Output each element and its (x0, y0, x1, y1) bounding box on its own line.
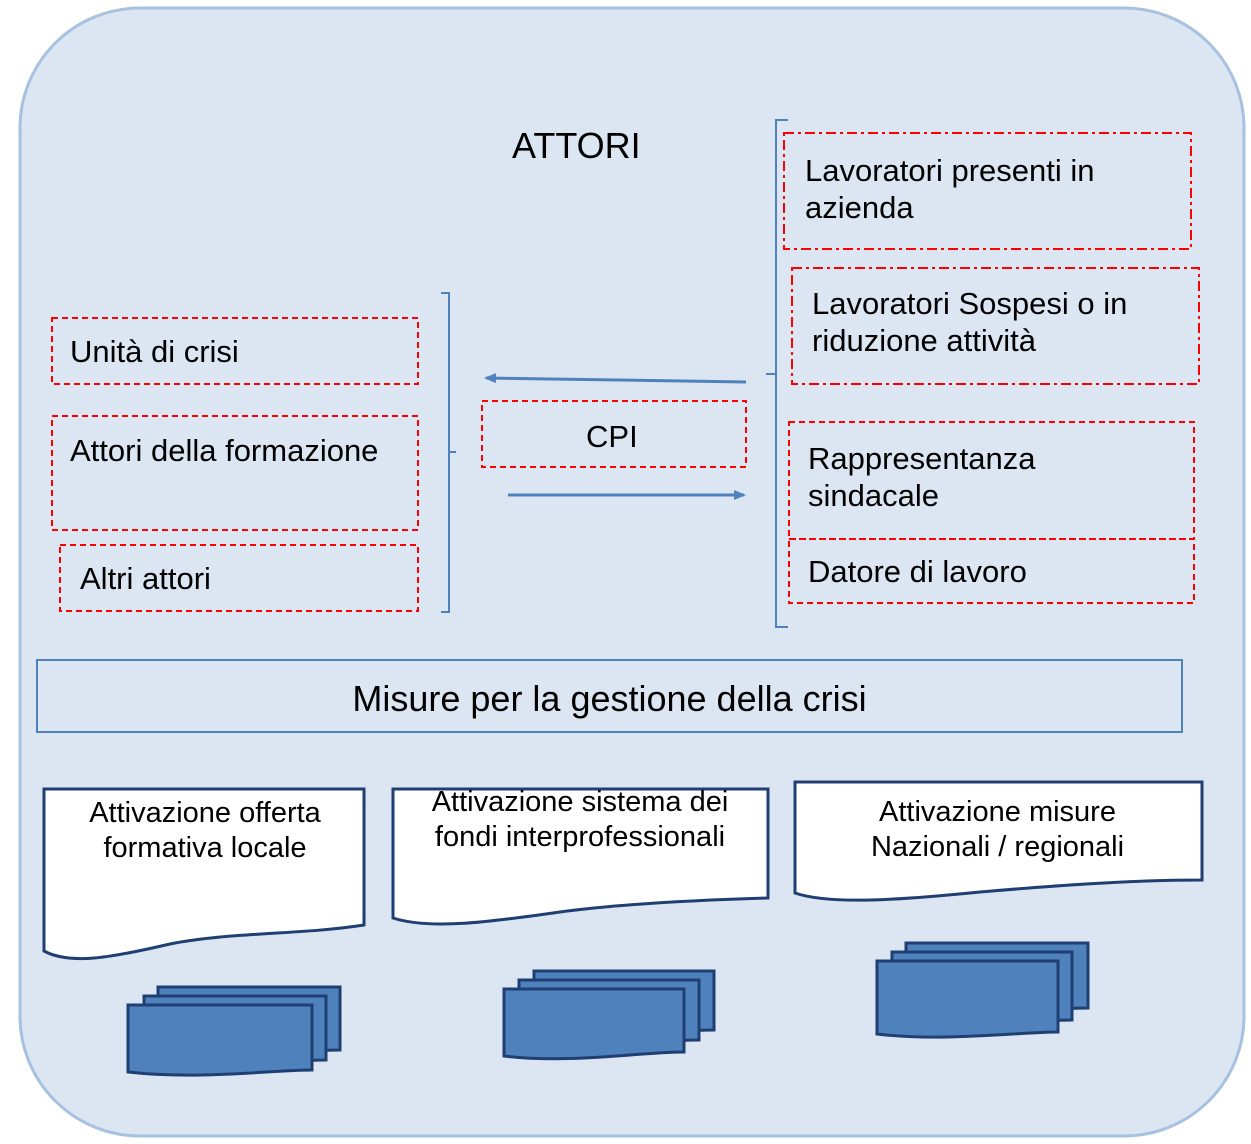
doc-label-misure-nazionali: Attivazione misure Nazionali / regionali (870, 796, 1125, 864)
measures-bar (36, 659, 1183, 733)
doc-shape-fondi (391, 787, 770, 926)
actor-box-attori-formazione (51, 415, 419, 531)
arrow-to-left (484, 373, 747, 384)
actor-box-lavoratori-presenti (783, 132, 1192, 250)
actor-box-altri-attori (59, 544, 419, 612)
actor-box-lavoratori-sospesi (791, 267, 1200, 385)
doc-stack-1 (126, 985, 342, 1077)
doc-stack-2 (502, 969, 716, 1061)
doc-label-fondi: Attivazione sistema dei fondi interprofe… (431, 786, 729, 854)
doc-shape-offerta-formativa (42, 787, 366, 961)
measures-title: Misure per la gestione della crisi (352, 678, 867, 719)
actor-box-unita-di-crisi (51, 317, 419, 385)
actor-label-unita-di-crisi: Unità di crisi (70, 334, 239, 369)
actor-label-altri-attori: Altri attori (80, 561, 211, 596)
actor-label-datore: Datore di lavoro (808, 554, 1027, 589)
cpi-box (481, 400, 747, 468)
right-bracket (766, 119, 788, 628)
left-bracket (441, 292, 456, 613)
actor-label-lavoratori-presenti: Lavoratori presenti in azienda (805, 153, 1095, 226)
actor-label-rappresentanza: Rappresentanza sindacale (808, 441, 1036, 514)
doc-stack-3 (875, 941, 1090, 1039)
actor-label-attori-formazione: Attori della formazione (70, 433, 379, 468)
doc-shape-misure-nazionali (793, 780, 1204, 902)
diagram-title: ATTORI (512, 125, 641, 166)
cpi-label: CPI (586, 419, 638, 454)
actor-box-datore (788, 538, 1195, 604)
doc-label-offerta-formativa: Attivazione offerta formativa locale (89, 797, 321, 865)
actor-label-lavoratori-sospesi: Lavoratori Sospesi o in riduzione attivi… (812, 286, 1128, 359)
